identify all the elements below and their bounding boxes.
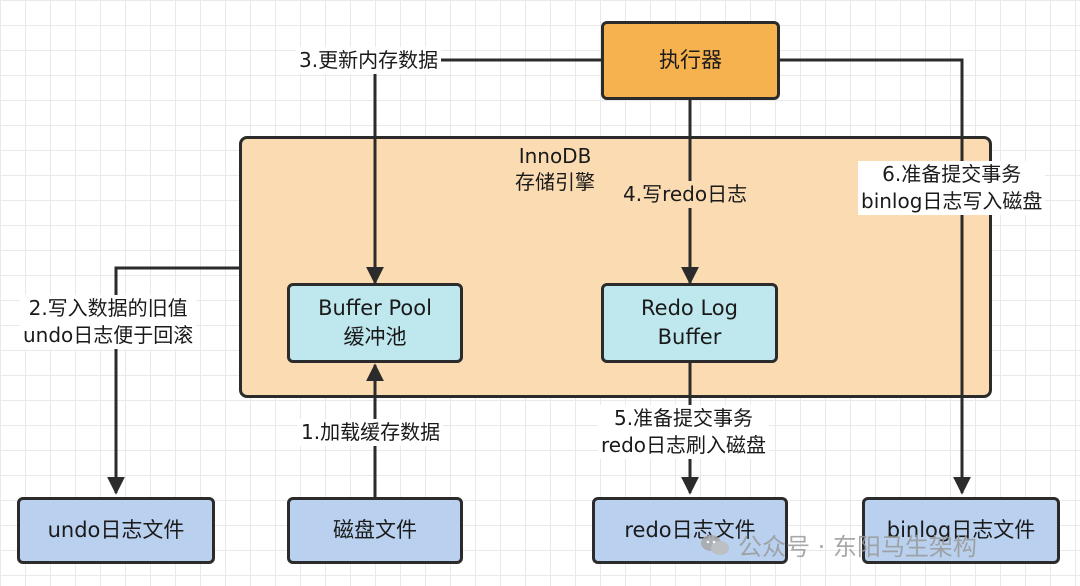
redo-log-file-box: redo日志文件	[592, 497, 788, 564]
undo-log-file-label: undo日志文件	[47, 518, 185, 542]
step2-label: 2.写入数据的旧值 undo日志便于回滚	[20, 295, 197, 349]
redo-log-buffer-box: Redo Log Buffer	[601, 283, 778, 363]
disk-file-label: 磁盘文件	[333, 518, 417, 542]
step2-text-line2: undo日志便于回滚	[23, 323, 194, 347]
undo-log-file-box: undo日志文件	[17, 497, 215, 564]
buffer-pool-line1: Buffer Pool	[318, 296, 432, 320]
step5-label: 5.准备提交事务 redo日志刷入磁盘	[598, 405, 770, 459]
binlog-file-label: binlog日志文件	[886, 518, 1036, 542]
redo-log-buffer-line2: Buffer	[657, 325, 722, 349]
step6-text-line2: binlog日志写入磁盘	[861, 189, 1043, 213]
step5-text-line2: redo日志刷入磁盘	[601, 433, 767, 457]
engine-title: InnoDB 存储引擎	[480, 143, 630, 195]
engine-title-line1: InnoDB	[518, 144, 592, 168]
step1-label: 1.加载缓存数据	[298, 419, 444, 446]
step5-text-line1: 5.准备提交事务	[613, 406, 754, 430]
executor-label: 执行器	[659, 48, 722, 72]
redo-log-buffer-line1: Redo Log	[641, 296, 738, 320]
arrow-step2	[107, 266, 239, 495]
arrow-step3	[366, 58, 601, 285]
buffer-pool-line2: 缓冲池	[343, 325, 407, 349]
engine-title-line2: 存储引擎	[515, 170, 595, 194]
redo-log-file-label: redo日志文件	[624, 518, 756, 542]
step3-text: 3.更新内存数据	[299, 48, 439, 72]
arrow-step6	[780, 58, 971, 495]
executor-box: 执行器	[601, 21, 780, 100]
step3-label: 3.更新内存数据	[296, 47, 442, 74]
wechat-icon	[701, 534, 729, 555]
disk-file-box: 磁盘文件	[287, 497, 463, 564]
step1-text: 1.加载缓存数据	[301, 420, 441, 444]
step4-text: 4.写redo日志	[623, 182, 748, 206]
step6-label: 6.准备提交事务 binlog日志写入磁盘	[858, 161, 1046, 215]
step6-text-line1: 6.准备提交事务	[882, 162, 1022, 186]
watermark: 公众号 · 东阳马生架构	[700, 527, 977, 562]
step2-text-line1: 2.写入数据的旧值	[28, 296, 188, 320]
binlog-file-box: binlog日志文件	[862, 497, 1060, 564]
watermark-text: 公众号 · 东阳马生架构	[738, 533, 977, 561]
step4-label: 4.写redo日志	[620, 181, 751, 208]
buffer-pool-box: Buffer Pool 缓冲池	[287, 283, 463, 363]
